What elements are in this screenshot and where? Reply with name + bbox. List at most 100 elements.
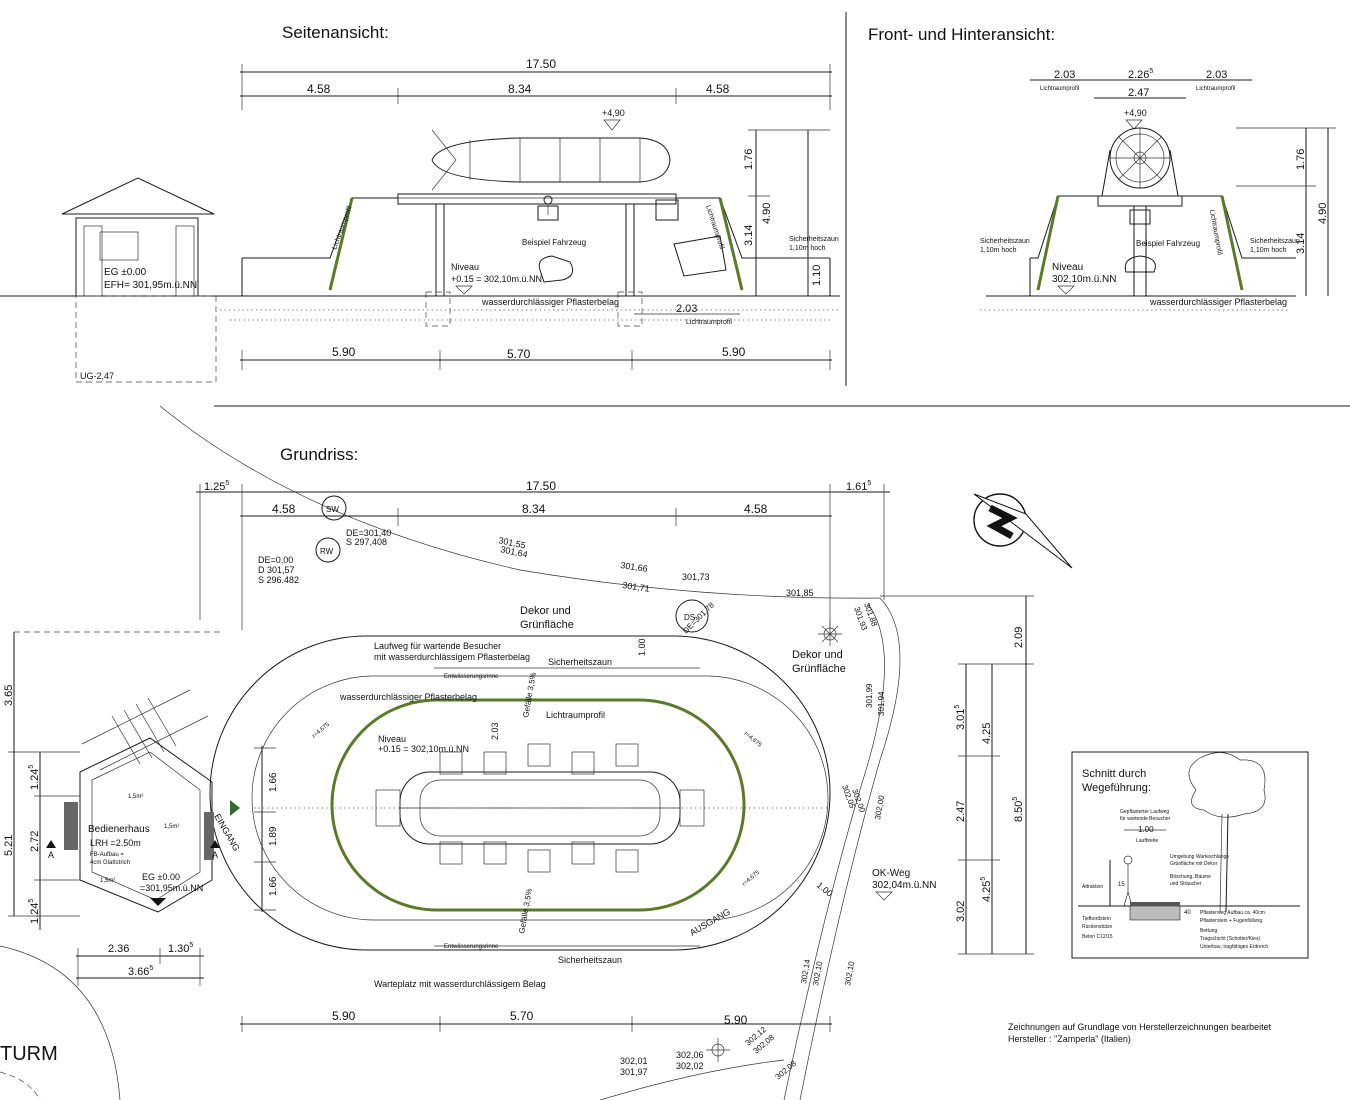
section-t2: für wartende Besucher [1120, 816, 1171, 822]
h-30166: 301,66 [620, 560, 649, 574]
tower-label: TURM [0, 1043, 58, 1065]
okweg-label: OK-Weg [872, 868, 910, 879]
side-paving: wasserdurchlässiger Pflasterbelag [481, 297, 619, 307]
front-clearance-right: Lichtraumprofil [1196, 86, 1235, 92]
radius-b: r=4,675 [743, 731, 763, 749]
house-wall-right [204, 812, 214, 860]
r-302: 3.02 [955, 901, 967, 922]
left-124a: 1.245 [28, 765, 41, 790]
deco-1b: Grünfläche [520, 619, 574, 631]
side-vdim-d: 1.10 [811, 265, 823, 286]
section-t11: Bettung [1200, 928, 1217, 934]
section-t15: Rückenstütze [1082, 924, 1113, 930]
side-example-vehicle: Beispiel Fahrzeug [522, 238, 586, 247]
slope-top: Gefälle 3,5% [521, 672, 538, 719]
plan-dim-right: 4.58 [744, 502, 768, 516]
front-fence-left-h: 1,10m hoch [980, 247, 1017, 254]
plan-de0-1: DE=0,00 [258, 555, 293, 565]
path-section-detail: Schnitt durch Wegeführung: Gepflasterter… [1071, 751, 1309, 959]
plan-rw: RW [320, 547, 334, 556]
h-30202: 302,02 [676, 1061, 704, 1071]
side-dim-total: 17.50 [526, 57, 556, 71]
side-vdim-a: 1.76 [743, 149, 755, 170]
side-elev-top: +4,90 [602, 108, 625, 118]
section-t12: Tragschicht (Schotter/Kies) [1200, 936, 1260, 942]
plan-dim-100b: 1.00 [815, 880, 835, 899]
plan-level-value: +0.15 = 302,10m.ü.NN [378, 744, 469, 754]
front-dim-left: 2.03 [1054, 69, 1075, 81]
section-t1: Gepflasterter Laufweg [1120, 809, 1169, 815]
front-vdim-a: 1.76 [1295, 149, 1307, 170]
front-clearance-side: Lichtraumprofil [1208, 209, 1223, 256]
side-dim-mid: 8.34 [508, 82, 532, 96]
plan-bottom-right: 5.90 [724, 1013, 748, 1027]
section-t10: Pflasterstein + Fugenfüllung [1200, 918, 1262, 924]
plan-de0-2: D 301,57 [258, 565, 295, 575]
tree-symbol-icon [706, 1038, 730, 1062]
plan-ds: DS [684, 613, 695, 622]
v-166a: 1.66 [268, 772, 279, 792]
side-clear-dim-label: Lichtraumprofil [686, 319, 732, 326]
person-icon [1123, 855, 1133, 907]
plan-clearance: Lichtraumprofil [546, 710, 605, 720]
h-30206: 302,06 [676, 1050, 704, 1060]
plan-dim-100: 1.00 [637, 638, 647, 656]
h-30208b: 302,08 [774, 1059, 799, 1082]
h-30173: 301,73 [682, 572, 710, 582]
plan-dim-mid: 8.34 [522, 502, 546, 516]
walkway-2: mit wasserdurchlässigem Pflasterbelag [374, 652, 530, 662]
front-vdim-b: 3.14 [1295, 233, 1307, 254]
h-30201: 302,01 [620, 1056, 648, 1066]
kiosk-eg: EG ±0.00 [104, 267, 147, 278]
bot-236: 2.36 [108, 943, 129, 955]
plan-sw: SW [326, 505, 339, 514]
left-365: 3.65 [3, 685, 15, 706]
front-level-value: 302,10m.ü.NN [1052, 274, 1116, 285]
side-fence-height: 1,10m hoch [789, 245, 826, 252]
plan-dim-left-outer: 1.255 [204, 480, 229, 493]
ground-plan: Grundriss: 1.255 17.50 1.615 4.58 8.34 4… [0, 405, 1034, 1100]
plan-level-label: Niveau [378, 734, 406, 744]
section-t3: Laufbreite [1136, 838, 1158, 844]
h-30199: 301,99 [865, 683, 874, 708]
h-30210b: 302,10 [843, 960, 856, 986]
r-301: 3.015 [954, 705, 967, 730]
front-fence-right-h: 1,10m hoch [1250, 247, 1287, 254]
front-clearance-left: Lichtraumprofil [1040, 86, 1079, 92]
plan-bottom-left: 5.90 [332, 1009, 356, 1023]
section-title-1: Schnitt durch [1082, 768, 1146, 780]
tree-icon [1188, 752, 1266, 913]
okweg-value: 302,04m.ü.NN [872, 880, 936, 891]
plan-title: Grundriss: [280, 445, 358, 464]
section-t8: Attraktion [1082, 884, 1103, 890]
side-bottom-left: 5.90 [332, 345, 356, 359]
gutter-top: Entwässerungsrinne [444, 674, 499, 680]
side-view: Seitenansicht: 17.50 4.58 8.34 4.58 EG ±… [0, 23, 840, 383]
house-fb: FB-Aufbau = [90, 852, 124, 858]
side-clear-dim: 2.03 [676, 303, 697, 315]
zeppelin-ride [397, 129, 727, 327]
front-elev-top: +4,90 [1124, 108, 1147, 118]
h-30210a: 302,10 [811, 960, 824, 986]
section-h: 15 [1118, 882, 1125, 888]
operator-house-plan: Bedienerhaus LRH =2.50m FB-Aufbau = 4cm … [46, 689, 220, 913]
v-166b: 1.66 [268, 876, 279, 896]
front-dim-right: 2.03 [1206, 69, 1227, 81]
section-t13: Unterbau, tragfähiges Erdreich [1200, 944, 1268, 950]
left-521: 5.21 [3, 835, 15, 856]
plan-dim-left: 4.58 [272, 502, 296, 516]
fence-bottom: Sicherheitszaun [558, 955, 622, 965]
h-30214: 302,14 [799, 958, 812, 984]
waiting-area: Warteplatz mit wasserdurchlässigem Belag [374, 979, 546, 989]
h-30194: 301,94 [877, 691, 886, 716]
plan-de2: S 297,408 [346, 537, 387, 547]
radius-c: r=4,675 [741, 869, 761, 887]
side-bottom-right: 5.90 [722, 345, 746, 359]
section-d40: 40 [1184, 910, 1191, 916]
side-dim-right: 4.58 [706, 82, 730, 96]
section-t5: Grünfläche mit Dekor [1170, 861, 1218, 867]
side-fence: Sicherheitszaun [789, 236, 839, 243]
plan-dim-203: 2.03 [490, 722, 500, 740]
plan-de0-3: S 296.482 [258, 575, 299, 585]
front-dim-mid: 2.265 [1128, 68, 1153, 81]
